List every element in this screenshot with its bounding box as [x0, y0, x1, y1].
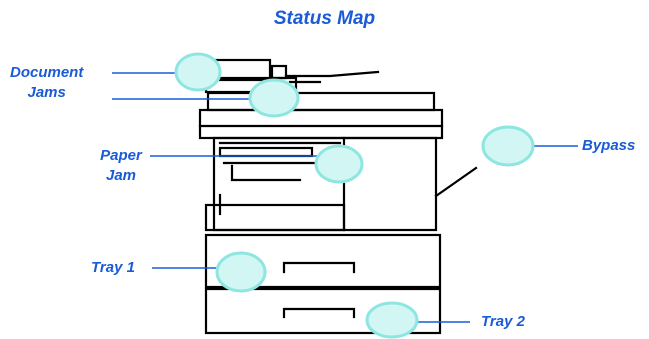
status-markers: [174, 52, 535, 339]
tray-1-label: Tray 1: [91, 259, 135, 276]
paper-jam-label-line1: Paper: [100, 147, 142, 164]
document-jams-label-line1: Document: [10, 64, 84, 81]
bypass-marker: [481, 125, 535, 167]
tray-2-drawer: [204, 287, 442, 335]
leader-lines: [112, 72, 578, 323]
copier-machine: [198, 58, 478, 335]
bypass-tray: [434, 166, 478, 198]
document-jam-marker: [248, 78, 300, 118]
document-jams-label-line2: Jams: [27, 84, 66, 101]
paper-jam-marker: [314, 144, 364, 184]
document-feeder-marker: [174, 52, 222, 92]
tray-1-drawer: [204, 233, 442, 289]
page-title: Status Map: [273, 8, 376, 29]
tray-2-marker: [365, 301, 419, 339]
paper-jam-label-line2: Jam: [105, 167, 137, 184]
tray-1-marker: [215, 251, 267, 293]
bypass-label: Bypass: [582, 137, 636, 154]
paper-jam-label: Paper Jam: [92, 146, 150, 186]
document-jams-label: Document Jams: [10, 63, 83, 103]
tray-2-label: Tray 2: [481, 313, 525, 330]
